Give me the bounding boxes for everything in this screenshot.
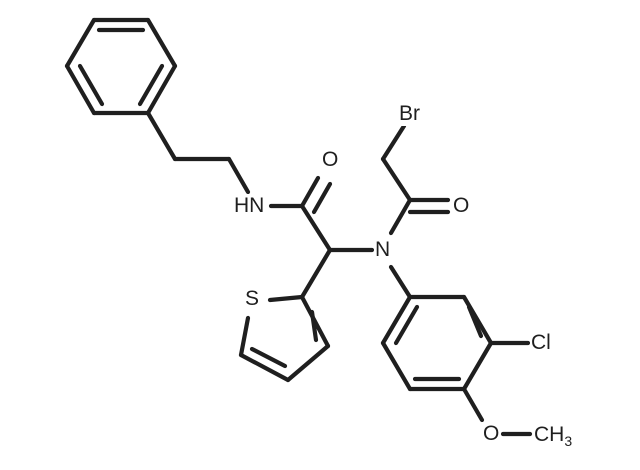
- methyl-ch-text: CH: [534, 423, 565, 446]
- amide-nh-label: HN: [233, 194, 266, 218]
- methoxy-oxygen-label: O: [482, 422, 501, 446]
- amide-oxygen-label: O: [321, 148, 340, 172]
- ethyl-linker: [145, 110, 251, 195]
- amide-group: [268, 175, 333, 253]
- sulfur-label: S: [244, 287, 261, 311]
- methyl-subscript: 3: [564, 433, 573, 450]
- bromoacetyl-group: [380, 123, 451, 236]
- alpha-carbon-bonds: [299, 247, 375, 300]
- amine-nitrogen-label: N: [374, 238, 392, 262]
- aryl-ring: [380, 264, 494, 392]
- phenyl-ring: [64, 17, 178, 116]
- acyl-oxygen-label: O: [452, 194, 471, 218]
- thiophene-ring: [238, 294, 331, 383]
- chlorine-label: Cl: [530, 331, 552, 355]
- aryl-substituents: [461, 340, 533, 437]
- bromine-label: Br: [398, 102, 421, 126]
- methyl-label: CH3: [533, 423, 574, 450]
